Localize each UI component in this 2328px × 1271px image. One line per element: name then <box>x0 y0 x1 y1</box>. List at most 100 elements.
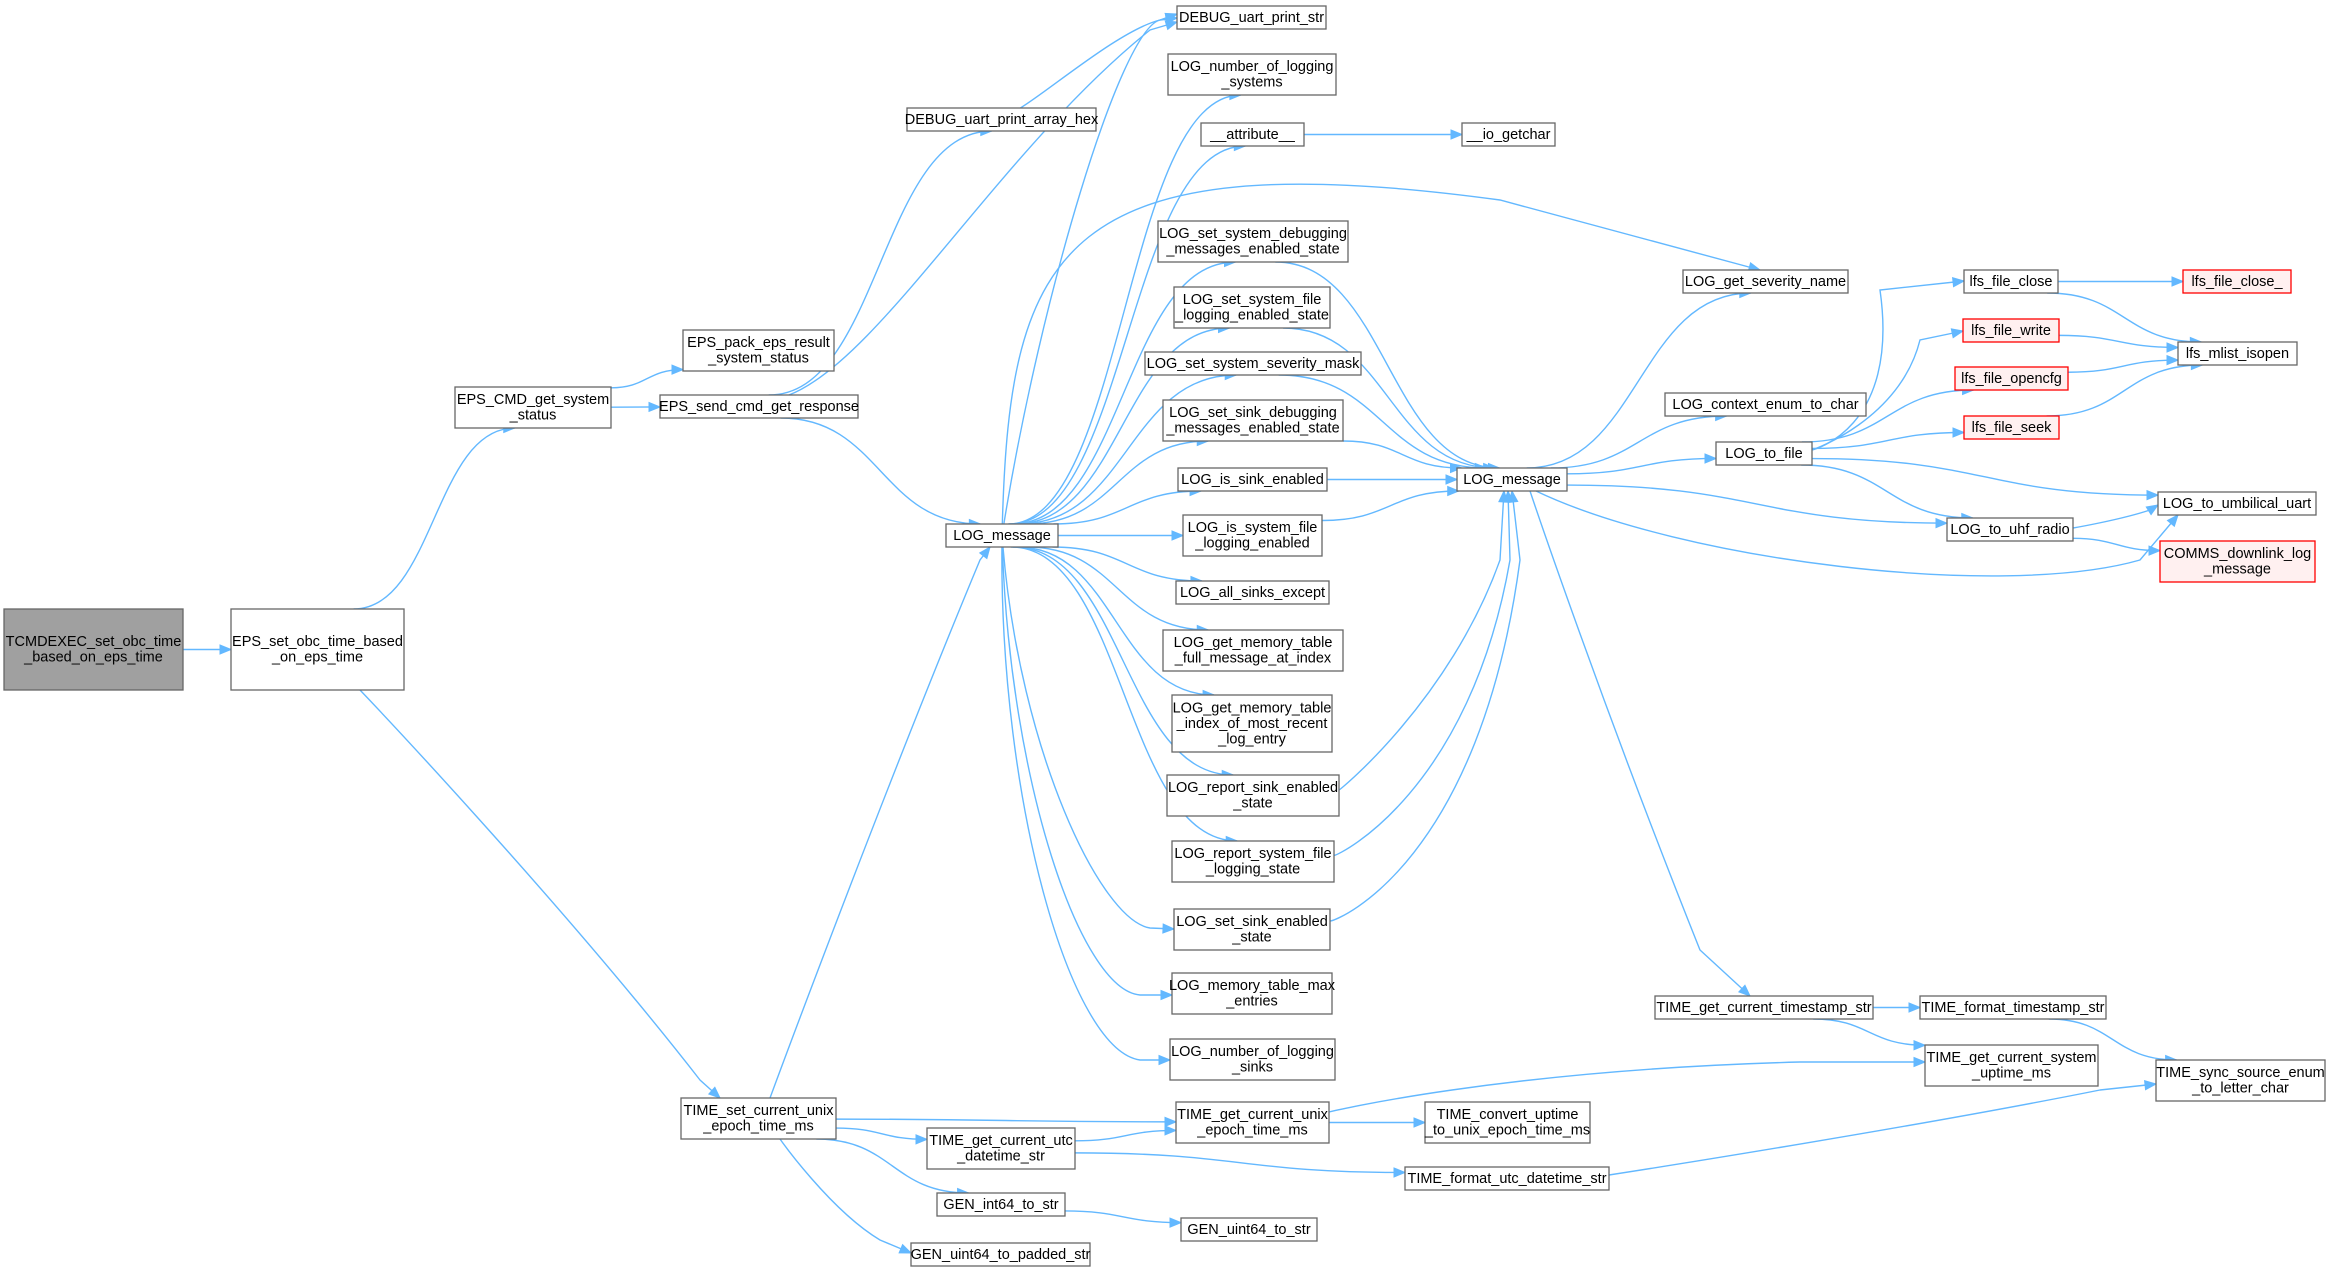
node-label: TIME_get_current_utc <box>929 1133 1072 1149</box>
node-log-set-sink-en[interactable]: LOG_set_sink_enabled_state <box>1173 908 1331 951</box>
node-label: LOG_number_of_logging <box>1171 1044 1334 1060</box>
node-log-is-sys-file[interactable]: LOG_is_system_file_logging_enabled <box>1182 514 1323 557</box>
node-box <box>1144 351 1362 376</box>
node-label: lfs_file_close_ <box>2191 274 2283 290</box>
edge-line <box>1566 484 1948 524</box>
node-eps-send[interactable]: EPS_send_cmd_get_response <box>659 394 859 419</box>
edge-arrowhead <box>1445 474 1459 485</box>
node-log-rep-file[interactable]: LOG_report_system_file_logging_state <box>1171 840 1335 883</box>
node-box <box>1166 774 1340 817</box>
node-box <box>680 1097 837 1140</box>
node-label: _epoch_time_ms <box>702 1119 813 1135</box>
edge-arrowhead <box>648 401 662 413</box>
node-log-msg1[interactable]: LOG_message <box>945 523 1059 548</box>
node-box <box>1200 122 1305 147</box>
edge-line <box>1027 440 1209 525</box>
node-lfs-close-[interactable]: lfs_file_close_ <box>2182 269 2292 294</box>
node-label: LOG_set_system_file <box>1183 292 1322 308</box>
node-time-fmt-utc[interactable]: TIME_format_utc_datetime_str <box>1404 1166 1610 1191</box>
edge-time_ts_str-to-time_fmt_ts <box>1873 1002 1922 1013</box>
node-eps-set-obc[interactable]: EPS_set_obc_time_based_on_eps_time <box>230 608 405 691</box>
edge-line <box>1002 546 1175 930</box>
edge-lfs_write-to-lfs_isopen <box>2058 334 2180 353</box>
edge-line <box>353 427 515 610</box>
node-lfs-seek[interactable]: lfs_file_seek <box>1963 415 2060 440</box>
edge-line <box>835 1127 928 1141</box>
node-log-set-sink-dbg[interactable]: LOG_set_sink_debugging_messages_enabled_… <box>1162 399 1344 442</box>
edge-line <box>780 417 981 525</box>
node-box <box>1175 580 1330 605</box>
node-dbg-hex[interactable]: DEBUG_uart_print_array_hex <box>905 107 1099 132</box>
node-attr[interactable]: __attribute__ <box>1200 122 1305 147</box>
node-box <box>454 386 612 429</box>
node-label: LOG_set_sink_enabled <box>1176 914 1328 930</box>
edge-line <box>1074 1152 1406 1174</box>
node-log-num-sys[interactable]: LOG_number_of_logging_systems <box>1167 53 1337 96</box>
edge-log_to_file-to-log_to_umb <box>1811 457 2160 501</box>
edge-log_set_sink_dbg-to-log_msg2 <box>1342 440 1463 474</box>
node-log-set-file[interactable]: LOG_set_system_file_logging_enabled_stat… <box>1173 286 1331 329</box>
node-box <box>1664 392 1867 417</box>
node-log-num-sinks[interactable]: LOG_number_of_logging_sinks <box>1169 1038 1336 1081</box>
edge-arrowhead <box>1413 1117 1427 1128</box>
node-time-sync[interactable]: TIME_sync_source_enum_to_letter_char <box>2155 1059 2326 1102</box>
node-lfs-opencfg[interactable]: lfs_file_opencfg <box>1954 366 2069 391</box>
node-lfs-write[interactable]: lfs_file_write <box>1962 318 2060 343</box>
node-time-utc[interactable]: TIME_get_current_utc_datetime_str <box>926 1127 1076 1170</box>
node-time-ts-str[interactable]: TIME_get_current_timestamp_str <box>1654 995 1874 1020</box>
node-label: LOG_to_uhf_radio <box>1950 522 2069 538</box>
node-comms-dl[interactable]: COMMS_downlink_log_message <box>2159 540 2316 583</box>
edge-arrowhead <box>1913 1039 1927 1051</box>
node-label: LOG_set_system_severity_mask <box>1147 356 1360 372</box>
edge-line <box>1338 490 1505 791</box>
node-label: lfs_mlist_isopen <box>2186 346 2289 362</box>
node-label: LOG_get_severity_name <box>1685 274 1846 290</box>
node-log-ctx[interactable]: LOG_context_enum_to_char <box>1664 392 1867 417</box>
node-label: GEN_uint64_to_padded_str <box>911 1247 1091 1263</box>
node-time-uptime[interactable]: TIME_get_current_system_uptime_ms <box>1924 1044 2099 1087</box>
node-eps-pack[interactable]: EPS_pack_eps_result_system_status <box>682 329 835 372</box>
node-box <box>1654 995 1874 1020</box>
node-log-set-dbg[interactable]: LOG_set_system_debugging_messages_enable… <box>1157 220 1349 263</box>
edge-arrowhead <box>671 364 685 375</box>
node-time-fmt-ts[interactable]: TIME_format_timestamp_str <box>1919 995 2107 1020</box>
node-log-sev-name[interactable]: LOG_get_severity_name <box>1682 269 1849 294</box>
edge-log_to_file-to-lfs_seek <box>1811 427 1966 450</box>
edge-line <box>768 130 992 396</box>
node-box <box>1167 53 1337 96</box>
edge-eps_set_obc-to-time_set <box>359 689 721 1099</box>
node-box <box>682 329 835 372</box>
node-gen-int64[interactable]: GEN_int64_to_str <box>936 1192 1066 1217</box>
node-log-mem-max[interactable]: LOG_memory_table_max_entries <box>1169 972 1336 1015</box>
node-log-rep-sink[interactable]: LOG_report_sink_enabled_state <box>1166 774 1340 817</box>
node-log-all-except[interactable]: LOG_all_sinks_except <box>1175 580 1330 605</box>
node-log-set-sev[interactable]: LOG_set_system_severity_mask <box>1144 351 1362 376</box>
node-time-set[interactable]: TIME_set_current_unix_epoch_time_ms <box>680 1097 837 1140</box>
edge-lfs_close-to-lfs_isopen <box>2047 292 2203 348</box>
node-log-to-file[interactable]: LOG_to_file <box>1715 441 1813 466</box>
node-log-to-umb[interactable]: LOG_to_umbilical_uart <box>2157 491 2317 516</box>
node-log-mem-full[interactable]: LOG_get_memory_table_full_message_at_ind… <box>1162 629 1344 672</box>
node-box <box>1682 269 1849 294</box>
node-root[interactable]: TCMDEXEC_set_obc_time_based_on_eps_time <box>3 608 184 691</box>
node-gen-uint64-pad[interactable]: GEN_uint64_to_padded_str <box>910 1242 1091 1267</box>
node-lfs-isopen[interactable]: lfs_mlist_isopen <box>2177 341 2298 366</box>
edge-line <box>1001 546 1172 996</box>
node-log-mem-idx[interactable]: LOG_get_memory_table_index_of_most_recen… <box>1171 694 1333 753</box>
node-log-is-sink[interactable]: LOG_is_sink_enabled <box>1177 467 1328 492</box>
node-io-getchar[interactable]: __io_getchar <box>1461 122 1556 147</box>
node-log-msg2[interactable]: LOG_message <box>1456 467 1568 492</box>
node-time-conv[interactable]: TIME_convert_uptime_to_unix_epoch_time_m… <box>1424 1101 1591 1144</box>
node-time-get-unix[interactable]: TIME_get_current_unix_epoch_time_ms <box>1175 1101 1330 1144</box>
edge-time_utc-to-time_fmt_utc <box>1074 1152 1407 1178</box>
node-lfs-close[interactable]: lfs_file_close <box>1963 269 2059 294</box>
node-gen-uint64[interactable]: GEN_uint64_to_str <box>1180 1217 1318 1242</box>
node-label: COMMS_downlink_log <box>2164 546 2311 562</box>
node-label: LOG_message <box>953 528 1051 544</box>
edge-line <box>359 689 721 1099</box>
node-eps-cmd-get[interactable]: EPS_CMD_get_system_status <box>454 386 612 429</box>
edge-arrowhead <box>1450 462 1463 474</box>
edge-line <box>1526 292 1751 469</box>
node-log-to-uhf[interactable]: LOG_to_uhf_radio <box>1946 517 2074 542</box>
node-dbg-str[interactable]: DEBUG_uart_print_str <box>1176 5 1327 30</box>
